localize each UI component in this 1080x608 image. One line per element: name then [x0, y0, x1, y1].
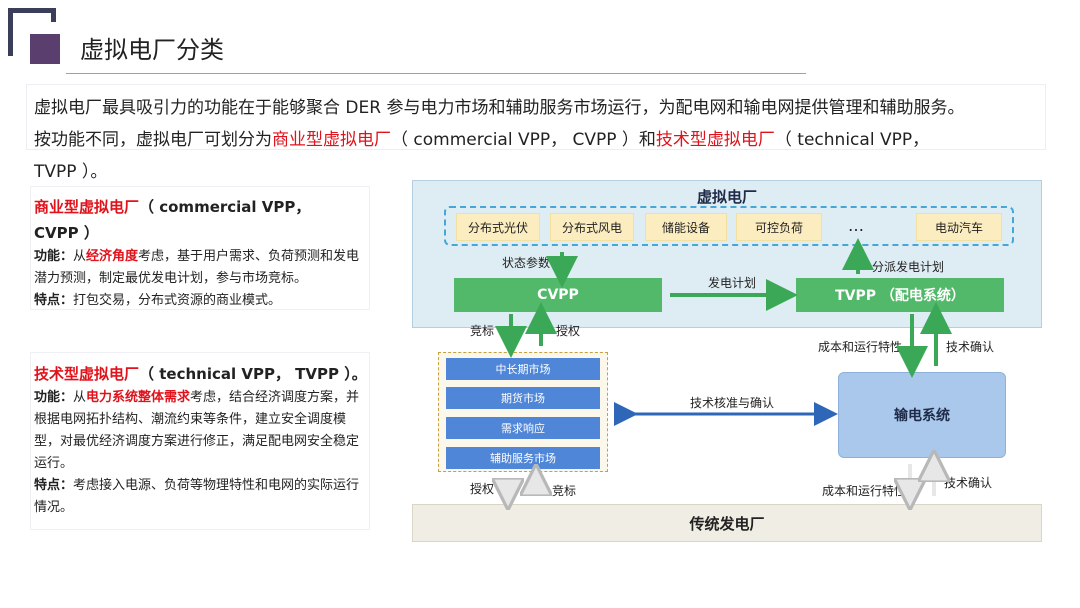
- der-resource-group: [444, 206, 1014, 246]
- tvpp-card-heading: 技术型虚拟电厂（ technical VPP， TVPP ）。: [34, 361, 368, 387]
- tvpp-function-b: 考虑，结合经济调度方案，并根据电网拓扑结构、潮流约束等条件，建立安全调度模型，对…: [34, 390, 360, 471]
- intro-line-3: TVPP ）。: [34, 162, 108, 182]
- tvpp-feature-text: 考虑接入电源、负荷等物理特性和电网的实际运行情况。: [34, 478, 360, 515]
- vpp-title: 虚拟电厂: [696, 188, 757, 206]
- cvpp-card: [30, 186, 370, 310]
- tech-confirm-bottom-label: 技术确认: [944, 476, 993, 490]
- cvpp-function-label: 功能：: [34, 249, 74, 264]
- gen-plan-label: 发电计划: [708, 276, 757, 290]
- intro-text-b: （ commercial VPP， CVPP ）和: [391, 130, 656, 150]
- market-futures: 期货市场: [446, 387, 600, 409]
- resource-ev: 电动汽车: [916, 213, 1002, 241]
- cvpp-card-heading: 商业型虚拟电厂（ commercial VPP，: [34, 194, 364, 220]
- tvpp-function-a: 从: [73, 390, 87, 405]
- bid-label: 竞标: [470, 324, 495, 338]
- cvpp-feature-text: 打包交易，分布式资源的商业模式。: [73, 293, 282, 308]
- resource-storage: 储能设备: [645, 213, 727, 241]
- cvpp-function: 功能：从经济角度考虑，基于用户需求、负荷预测和发电潜力预测，制定最优发电计划，参…: [34, 246, 364, 290]
- title-divider: [66, 73, 806, 74]
- tvpp-card: [30, 352, 370, 530]
- cvpp-function-b: 考虑，基于用户需求、负荷预测和发电潜力预测，制定最优发电计划，参与市场竞标。: [34, 249, 360, 286]
- tvpp-feature-label: 特点：: [34, 478, 74, 493]
- logo-bar-left: [8, 8, 13, 56]
- intro-text: 虚拟电厂最具吸引力的功能在于能够聚合 DER 参与电力市场和辅助服务市场运行，为…: [34, 92, 1044, 188]
- cvpp-feature-label: 特点：: [34, 293, 74, 308]
- cvpp-box: CVPP: [454, 278, 662, 312]
- tvpp-function-label: 功能：: [34, 390, 74, 405]
- page-title: 虚拟电厂分类: [80, 36, 224, 64]
- cvpp-function-a: 从: [73, 249, 87, 264]
- status-params-label: 状态参数: [502, 256, 551, 270]
- intro-line-1: 虚拟电厂最具吸引力的功能在于能够聚合 DER 参与电力市场和辅助服务市场运行，为…: [34, 98, 965, 118]
- cost-char-bottom-label: 成本和运行特性: [822, 484, 907, 498]
- cvpp-function-red: 经济角度: [86, 249, 139, 264]
- market-ancillary: 辅助服务市场: [446, 447, 600, 469]
- authorize-label: 授权: [556, 324, 581, 338]
- tvpp-heading-red: 技术型虚拟电厂: [34, 365, 140, 383]
- traditional-plant-box: 传统发电厂: [412, 504, 1042, 542]
- intro-tvpp-term: 技术型虚拟电厂: [655, 130, 775, 150]
- cvpp-feature: 特点：打包交易，分布式资源的商业模式。: [34, 290, 364, 312]
- tvpp-feature: 特点：考虑接入电源、负荷等物理特性和电网的实际运行情况。: [34, 475, 368, 519]
- intro-text-a: 按功能不同，虚拟电厂可划分为: [34, 130, 272, 150]
- intro-cvpp-term: 商业型虚拟电厂: [272, 130, 391, 150]
- dispatch-plan-label: 分派发电计划: [872, 260, 945, 274]
- resource-pv: 分布式光伏: [456, 213, 540, 241]
- intro-text-c: （ technical VPP，: [774, 130, 930, 150]
- cost-char-label: 成本和运行特性: [818, 340, 903, 354]
- bid-bottom-label: 竞标: [552, 484, 577, 498]
- resource-ellipsis: …: [848, 216, 864, 235]
- cvpp-card-content: 商业型虚拟电厂（ commercial VPP， CVPP ） 功能：从经济角度…: [34, 194, 364, 312]
- logo-bar-right: [51, 8, 56, 22]
- cvpp-heading-line2: CVPP ）: [34, 224, 99, 242]
- tvpp-card-content: 技术型虚拟电厂（ technical VPP， TVPP ）。 功能：从电力系统…: [34, 361, 368, 519]
- resource-wind: 分布式风电: [550, 213, 634, 241]
- market-demand-response: 需求响应: [446, 417, 600, 439]
- cvpp-heading-red: 商业型虚拟电厂: [34, 198, 140, 216]
- cvpp-heading-rest: （ commercial VPP，: [139, 198, 311, 216]
- tvpp-heading-rest: （ technical VPP， TVPP ）。: [139, 365, 367, 383]
- intro-box: [26, 84, 1046, 150]
- tvpp-box: TVPP （配电系统）: [796, 278, 1004, 312]
- intro-line-2: 按功能不同，虚拟电厂可划分为商业型虚拟电厂（ commercial VPP， C…: [34, 124, 1044, 156]
- market-long-term: 中长期市场: [446, 358, 600, 380]
- logo-square: [30, 34, 60, 64]
- logo-bar-top: [8, 8, 56, 13]
- tech-confirm-label: 技术确认: [946, 340, 995, 354]
- tvpp-function-red: 电力系统整体需求: [86, 390, 191, 405]
- authorize-bottom-label: 授权: [470, 482, 495, 496]
- tvpp-function: 功能：从电力系统整体需求考虑，结合经济调度方案，并根据电网拓扑结构、潮流约束等条…: [34, 387, 368, 475]
- resource-load: 可控负荷: [736, 213, 822, 241]
